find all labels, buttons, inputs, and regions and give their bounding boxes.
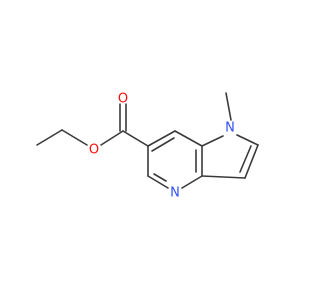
bond-carbonyl-to-ring	[122, 130, 149, 147]
ether-oxygen-label: O	[89, 143, 99, 158]
bond-c3-c3a	[201, 175, 246, 179]
bond-n1-c2	[236, 134, 259, 146]
bond-c6-c7-inner	[151, 137, 175, 152]
bond-c7a-n1	[201, 135, 224, 147]
pyrrole-nitrogen-label: N	[225, 121, 235, 136]
pyridine-nitrogen-label: N	[170, 186, 180, 201]
bond-ethyl-ch2-o	[61, 129, 88, 146]
bond-c6-c7	[147, 130, 176, 147]
bond-c2-c3-inner	[239, 145, 252, 173]
bond-c7-c7a	[174, 130, 203, 147]
bond-o-carbonyl-carbon	[100, 130, 124, 146]
bond-n4-c5	[147, 175, 169, 189]
bond-n4-c5-inner	[153, 173, 167, 182]
molecule-structure: O O N N	[36, 92, 259, 201]
bond-n1-methyl	[225, 92, 232, 121]
bond-c2-c3	[244, 144, 259, 179]
carbonyl-oxygen-label: O	[118, 92, 128, 107]
bond-ethyl-ch3-ch2	[36, 129, 63, 146]
bond-c3a-n4	[181, 175, 203, 189]
